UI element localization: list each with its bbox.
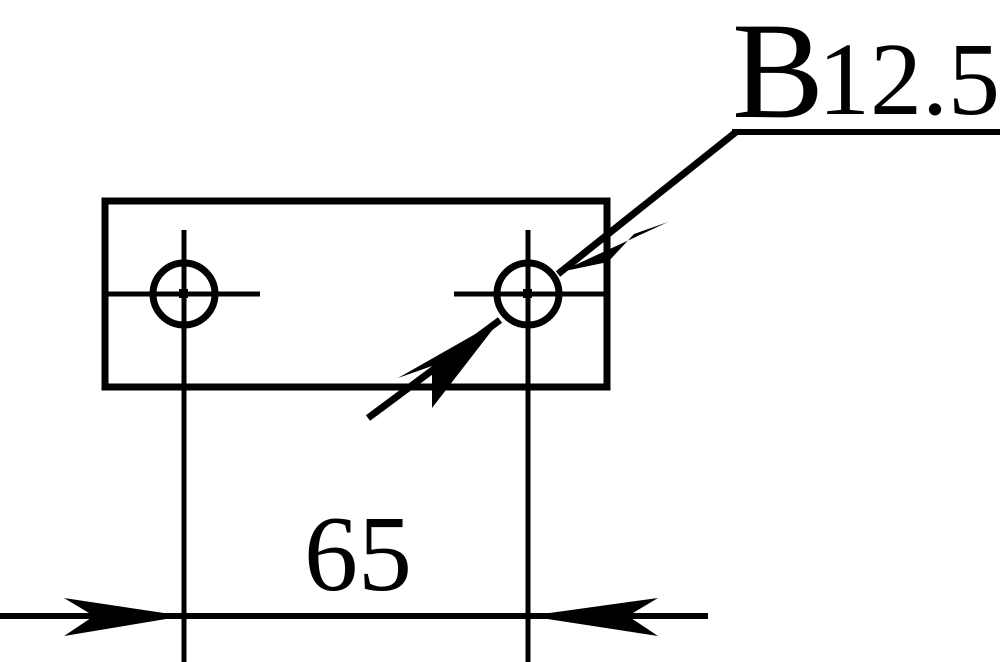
spacing-arrow-left (64, 598, 184, 636)
spacing-dimension: 65 (0, 495, 708, 636)
leader-arrow-lower (398, 320, 500, 408)
spacing-arrow-right (528, 598, 658, 636)
right-hole (454, 230, 604, 662)
hole-diameter-leader: B 12.5 (365, 0, 1000, 421)
leader-arrow-upper (560, 222, 668, 272)
left-hole (108, 230, 260, 662)
plate-outline (101, 197, 611, 391)
hole-label-prefix: B (732, 0, 824, 147)
hole-label-value: 12.5 (818, 22, 1000, 137)
right-hole-center-mark (523, 289, 532, 298)
spacing-dimension-label: 65 (304, 495, 412, 614)
leader-line-upper (555, 129, 739, 277)
left-hole-center-mark (179, 289, 188, 298)
